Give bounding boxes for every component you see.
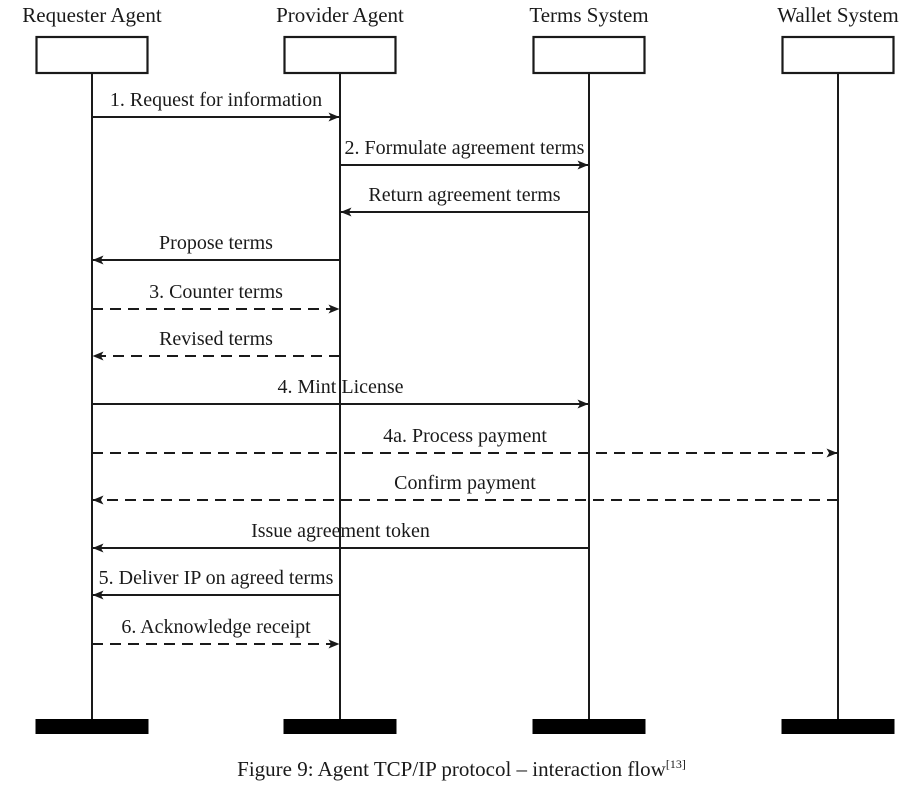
message-7: 4. Mint License bbox=[92, 376, 589, 409]
actor-box-requester bbox=[35, 35, 149, 75]
actor-wallet: Wallet System bbox=[777, 3, 899, 719]
actor-provider: Provider Agent bbox=[276, 3, 404, 719]
actor-box-terms bbox=[532, 35, 646, 75]
actors-layer: Requester Agent Provider Agent Terms Syste… bbox=[22, 3, 899, 719]
figure-caption-reference: [13] bbox=[665, 757, 686, 771]
message-label-2: 2. Formulate agreement terms bbox=[345, 137, 585, 159]
message-5: 3. Counter terms bbox=[92, 281, 340, 314]
message-label-11: 5. Deliver IP on agreed terms bbox=[99, 567, 334, 589]
actor-box-provider bbox=[283, 35, 397, 75]
message-label-8: 4a. Process payment bbox=[383, 425, 547, 447]
message-10: Issue agreement token bbox=[92, 520, 589, 553]
message-label-6: Revised terms bbox=[159, 328, 273, 350]
actor-label-provider: Provider Agent bbox=[276, 3, 404, 27]
message-9: Confirm payment bbox=[92, 472, 838, 505]
actor-label-wallet: Wallet System bbox=[777, 3, 898, 27]
message-8: 4a. Process payment bbox=[92, 425, 838, 458]
messages-layer: 1. Request for information 2. Formulate a… bbox=[92, 89, 838, 649]
message-6: Revised terms bbox=[92, 328, 340, 361]
message-label-3: Return agreement terms bbox=[368, 184, 560, 206]
message-label-1: 1. Request for information bbox=[110, 89, 322, 111]
lifeline-terminator-wallet bbox=[781, 719, 895, 734]
lifeline-terminator-requester bbox=[35, 719, 149, 734]
message-11: 5. Deliver IP on agreed terms bbox=[92, 567, 340, 600]
message-1: 1. Request for information bbox=[92, 89, 340, 122]
actor-label-requester: Requester Agent bbox=[22, 3, 162, 27]
message-label-12: 6. Acknowledge receipt bbox=[121, 616, 311, 638]
message-2: 2. Formulate agreement terms bbox=[340, 137, 589, 170]
message-label-9: Confirm payment bbox=[394, 472, 536, 494]
figure-caption: Figure 9: Agent TCP/IP protocol – intera… bbox=[0, 757, 923, 782]
message-label-10: Issue agreement token bbox=[251, 520, 430, 542]
actor-label-terms: Terms System bbox=[529, 3, 648, 27]
lifeline-terminator-provider bbox=[283, 719, 397, 734]
lifeline-terminator-terms bbox=[532, 719, 646, 734]
message-3: Return agreement terms bbox=[340, 184, 589, 217]
footer-bars-layer bbox=[35, 719, 895, 734]
actor-terms: Terms System bbox=[529, 3, 649, 719]
actor-requester: Requester Agent bbox=[22, 3, 162, 719]
message-12: 6. Acknowledge receipt bbox=[92, 616, 340, 649]
message-label-4: Propose terms bbox=[159, 232, 273, 254]
message-4: Propose terms bbox=[92, 232, 340, 265]
actor-box-wallet bbox=[781, 35, 895, 75]
message-label-7: 4. Mint License bbox=[277, 376, 403, 398]
figure-caption-text: Figure 9: Agent TCP/IP protocol – intera… bbox=[237, 757, 666, 781]
message-label-5: 3. Counter terms bbox=[149, 281, 283, 303]
